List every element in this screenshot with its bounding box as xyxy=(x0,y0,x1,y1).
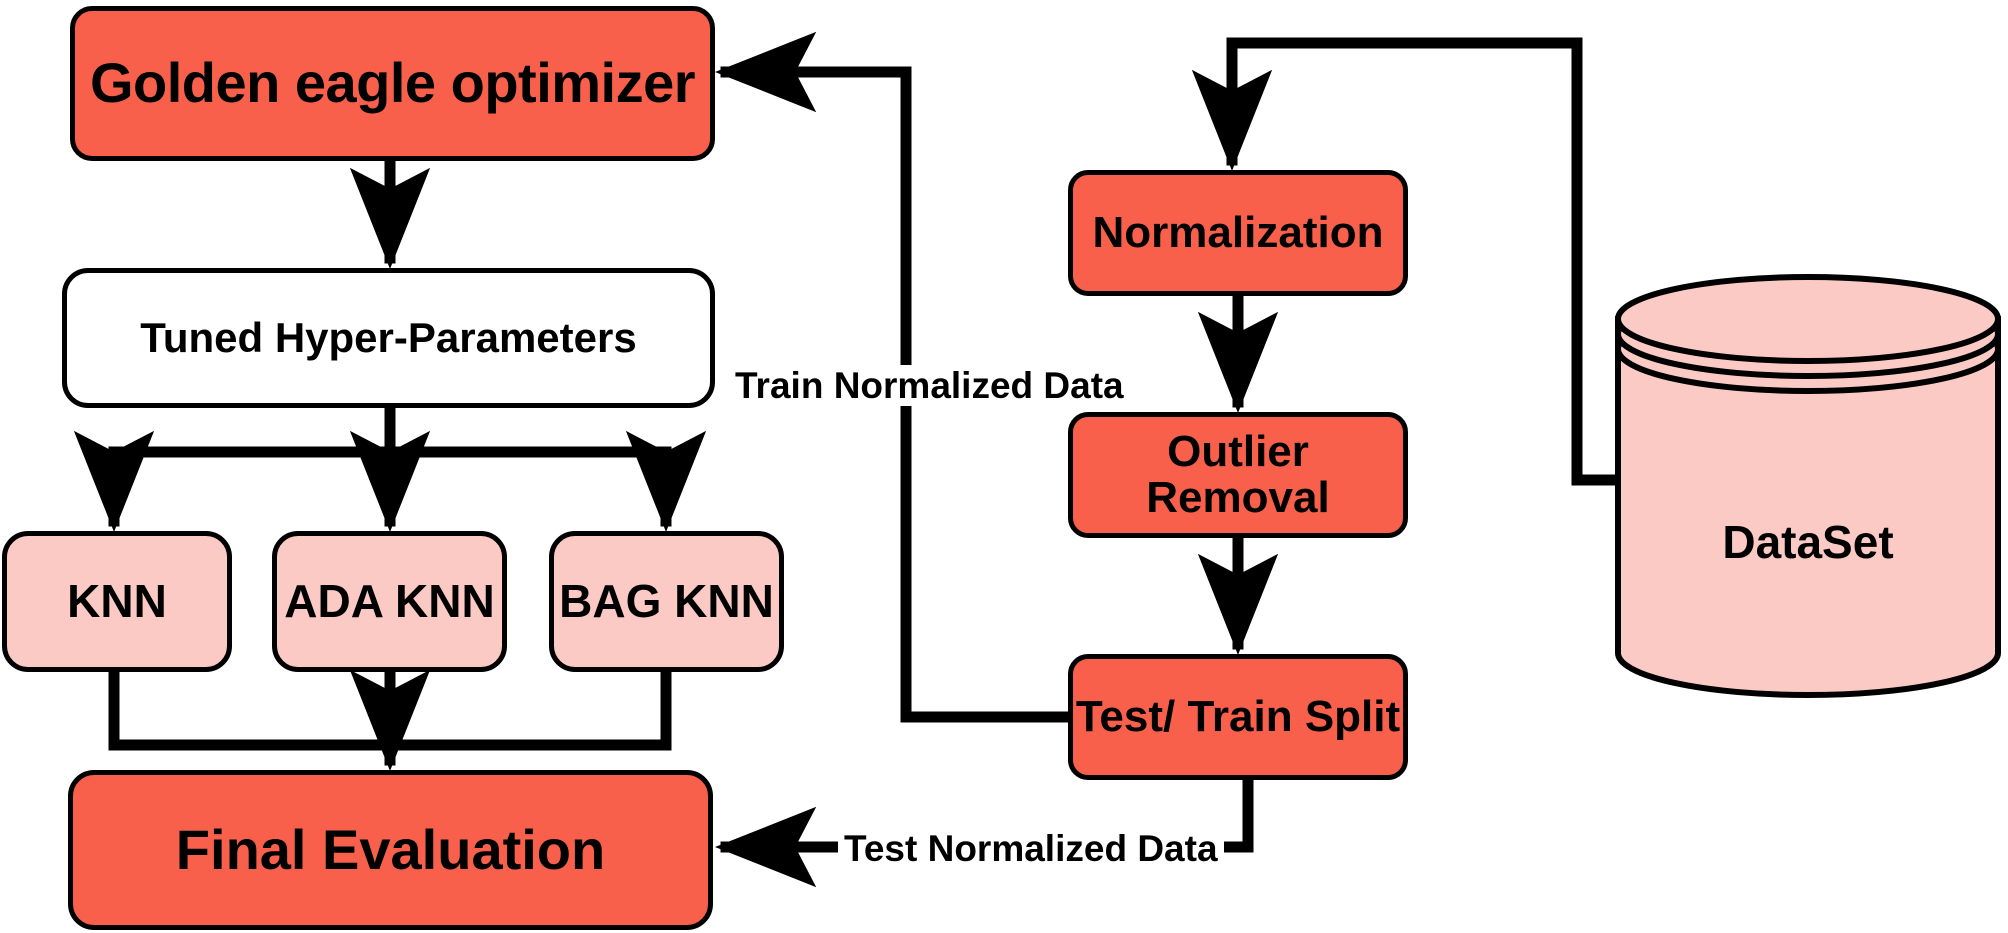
node-ada-knn[interactable]: ADA KNN xyxy=(272,531,507,672)
node-dataset-label: DataSet xyxy=(1722,516,1894,568)
node-tuned-hyper-parameters[interactable]: Tuned Hyper-Parameters xyxy=(62,268,715,408)
node-label: Final Evaluation xyxy=(175,817,606,881)
node-normalization[interactable]: Normalization xyxy=(1068,170,1408,296)
node-final-evaluation[interactable]: Final Evaluation xyxy=(68,770,713,930)
node-label: Normalization xyxy=(1092,207,1384,257)
node-outlier-removal[interactable]: Outlier Removal xyxy=(1068,412,1408,538)
node-bag-knn[interactable]: BAG KNN xyxy=(549,531,784,672)
node-dataset-cylinder[interactable] xyxy=(1613,272,2003,700)
node-label: Outlier Removal xyxy=(1146,426,1330,522)
node-label: ADA KNN xyxy=(284,575,495,628)
node-label: KNN xyxy=(67,575,167,628)
node-label: Test/ Train Split xyxy=(1075,691,1401,741)
edge-tuned-to-models xyxy=(73,402,707,533)
node-knn[interactable]: KNN xyxy=(2,531,232,672)
node-test-train-split[interactable]: Test/ Train Split xyxy=(1068,654,1408,780)
node-golden-eagle-optimizer[interactable]: Golden eagle optimizer xyxy=(70,6,715,161)
node-label: Tuned Hyper-Parameters xyxy=(140,313,637,361)
edge-label-test-normalized-data: Test Normalized Data xyxy=(838,827,1224,870)
edge-label-train-normalized-data: Train Normalized Data xyxy=(731,365,1128,406)
edge-models-to-final-evaluation xyxy=(108,666,672,772)
node-label: Golden eagle optimizer xyxy=(89,51,696,115)
node-label: BAG KNN xyxy=(559,575,774,628)
